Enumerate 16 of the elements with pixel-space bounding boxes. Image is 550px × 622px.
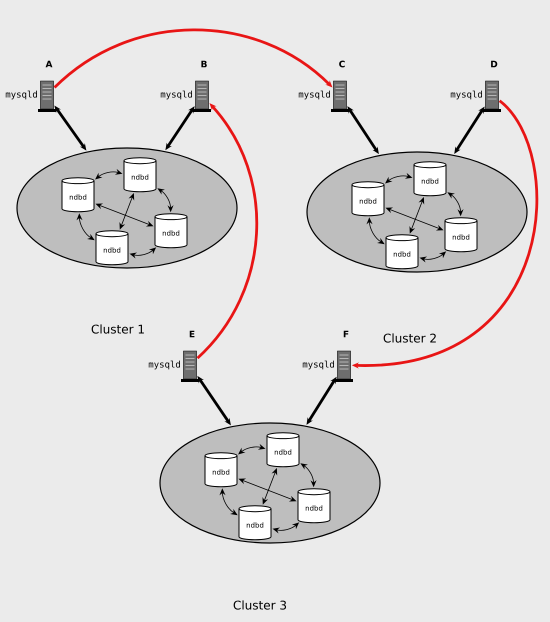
cluster-label: Cluster 1 [92, 324, 144, 334]
server-letter: E [190, 330, 194, 338]
server-letter: F [344, 330, 348, 338]
server-letter: D [491, 60, 498, 68]
server-label: mysqld [160, 90, 192, 100]
cluster-label: Cluster 3 [234, 600, 286, 610]
server-label: mysqld [6, 90, 37, 100]
cluster-label: Cluster 2 [384, 333, 436, 343]
arrow [54, 28, 332, 89]
server-label: mysqld [148, 360, 180, 370]
server-letter: A [46, 60, 52, 68]
server-label: mysqld [302, 360, 334, 370]
server-label: mysqld [450, 90, 482, 100]
server-letter: B [201, 60, 207, 68]
server-label: mysqld [298, 90, 330, 100]
server-letter: C [339, 60, 345, 68]
